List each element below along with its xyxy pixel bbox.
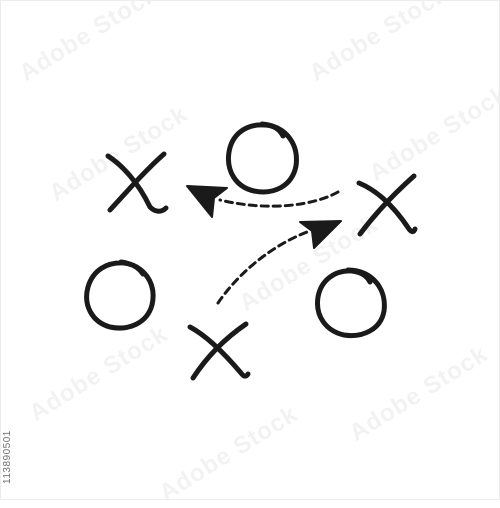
upper-dashed-arrow <box>186 185 340 218</box>
x-top-left-icon <box>105 151 169 214</box>
stock-image-id: 113890501 <box>2 430 13 484</box>
o-right-icon <box>315 267 387 339</box>
x-bottom-center-icon <box>187 321 251 381</box>
x-right-icon <box>356 173 418 237</box>
o-left-icon <box>84 259 156 331</box>
lower-dashed-arrow <box>216 220 342 305</box>
o-top-center-icon <box>225 121 299 195</box>
